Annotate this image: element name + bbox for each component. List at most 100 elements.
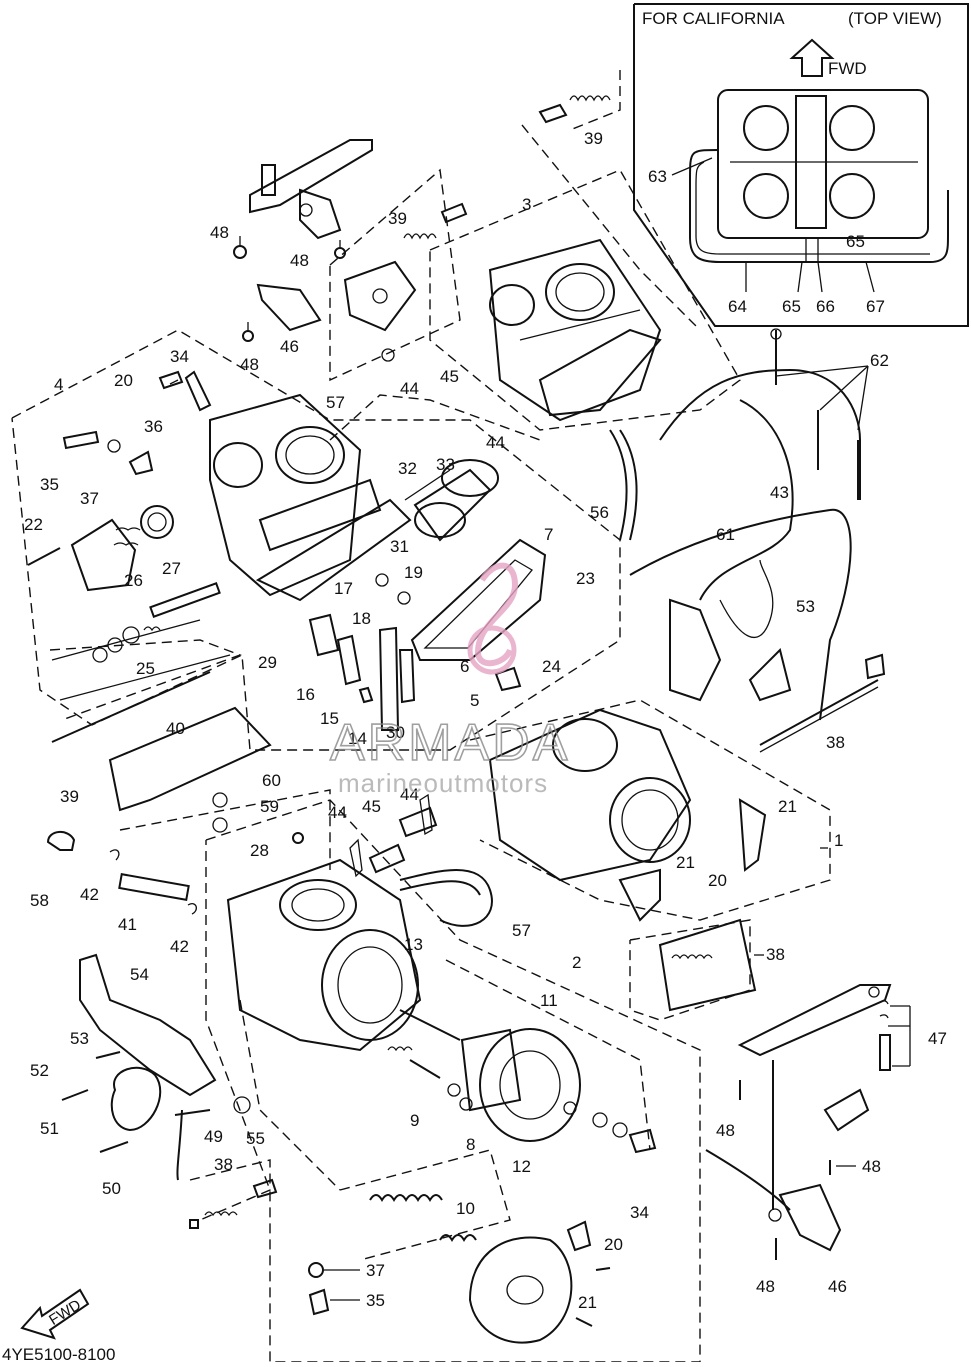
callout-49: 49 (204, 1127, 223, 1146)
california-inset: FOR CALIFORNIA (TOP VIEW) FWD 63 65 (633, 3, 969, 327)
callout-10: 10 (456, 1199, 475, 1218)
callout-34: 34 (630, 1203, 649, 1222)
inset-carburetor-bank (717, 89, 929, 239)
callout-13: 13 (404, 935, 423, 954)
callout-45: 45 (440, 367, 459, 386)
hose-57b (399, 869, 493, 927)
callout-55: 55 (246, 1129, 265, 1148)
carburetor-2 (226, 832, 422, 1052)
leader-lines (169, 365, 911, 1301)
callout-44: 44 (400, 785, 419, 804)
callout-61: 61 (716, 525, 735, 544)
callout-19: 19 (404, 563, 423, 582)
link-mechanism (343, 260, 417, 362)
callout-38: 38 (214, 1155, 233, 1174)
callout-42: 42 (170, 937, 189, 956)
callout-66: 66 (816, 297, 835, 316)
diaphragm-cover-27 (70, 505, 174, 592)
bracket-54 (61, 953, 251, 1181)
callout-39: 39 (584, 129, 603, 148)
callout-37: 37 (80, 489, 99, 508)
callout-40: 40 (166, 719, 185, 738)
callout-52: 52 (30, 1061, 49, 1080)
callout-15: 15 (320, 709, 339, 728)
spring-38-lower (189, 1178, 278, 1229)
callout-48: 48 (210, 223, 229, 242)
callout-32: 32 (398, 459, 417, 478)
diaphragm-piston-12 (399, 1009, 581, 1142)
callout-31: 31 (390, 537, 409, 556)
callout-34: 34 (170, 347, 189, 366)
callout-41: 41 (118, 915, 137, 934)
callout-21: 21 (578, 1293, 597, 1312)
callout-28: 28 (250, 841, 269, 860)
callout-39: 39 (60, 787, 79, 806)
callout-36: 36 (144, 417, 163, 436)
callout-60: 60 (262, 771, 281, 790)
callout-35: 35 (40, 475, 59, 494)
screw-48 (233, 236, 346, 342)
callout-44: 44 (328, 803, 347, 822)
watermark-logo: ARMADA marineoutmotors (329, 562, 568, 798)
callout-16: 16 (296, 685, 315, 704)
callout-57: 57 (512, 921, 531, 940)
watermark-sub: marineoutmotors (338, 768, 548, 798)
carburetor-1 (488, 708, 767, 922)
callout-26: 26 (124, 571, 143, 590)
callout-44: 44 (486, 433, 505, 452)
callout-58: 58 (30, 891, 49, 910)
carburetor-3 (488, 238, 662, 422)
drawing-code: 4YE5100-8100 (2, 1345, 115, 1362)
callout-51: 51 (40, 1119, 59, 1138)
callout-48: 48 (756, 1277, 775, 1296)
callout-39: 39 (388, 209, 407, 228)
callout-62: 62 (870, 351, 889, 370)
callout-65: 65 (846, 232, 865, 251)
watermark-emblem-icon (475, 562, 519, 667)
inset-fwd-label: FWD (828, 59, 867, 78)
callout-5: 5 (470, 691, 479, 710)
inset-hoses (671, 149, 949, 293)
callout-1: 1 (834, 831, 843, 850)
callout-7: 7 (544, 525, 553, 544)
callout-12: 12 (512, 1157, 531, 1176)
callout-46: 46 (828, 1277, 847, 1296)
callout-18: 18 (352, 609, 371, 628)
callout-59: 59 (260, 797, 279, 816)
callout-11: 11 (540, 991, 558, 1010)
callout-33: 33 (436, 455, 455, 474)
callout-35: 35 (366, 1291, 385, 1310)
callout-21: 21 (778, 797, 797, 816)
callout-6: 6 (460, 657, 469, 676)
linkage-plate-60 (51, 671, 272, 833)
screws-left (27, 370, 212, 566)
callout-44: 44 (400, 379, 419, 398)
callout-14: 14 (348, 729, 367, 748)
callout-48: 48 (716, 1121, 735, 1140)
callout-48: 48 (290, 251, 309, 270)
throttle-link-bracket (249, 139, 373, 332)
callout-2: 2 (572, 953, 581, 972)
float-33 (404, 459, 499, 542)
callout-48: 48 (862, 1157, 881, 1176)
jet-needle-9 (387, 1046, 657, 1154)
callout-37: 37 (366, 1261, 385, 1280)
callout-46: 46 (280, 337, 299, 356)
callout-3: 3 (522, 195, 531, 214)
callout-9: 9 (410, 1111, 419, 1130)
callout-20: 20 (604, 1235, 623, 1254)
callout-23: 23 (576, 569, 595, 588)
callout-24: 24 (542, 657, 561, 676)
spring-10 (369, 1194, 573, 1344)
callout-47: 47 (928, 1029, 947, 1048)
jets-misc (308, 573, 522, 731)
callout-30: 30 (386, 723, 405, 742)
throttle-cables (629, 328, 861, 721)
callout-56: 56 (590, 503, 609, 522)
fwd-arrow-icon (789, 38, 835, 77)
callout-25: 25 (136, 659, 155, 678)
callout-48: 48 (240, 355, 259, 374)
callout-22: 22 (24, 515, 43, 534)
throttle-lever-right (658, 918, 892, 1260)
